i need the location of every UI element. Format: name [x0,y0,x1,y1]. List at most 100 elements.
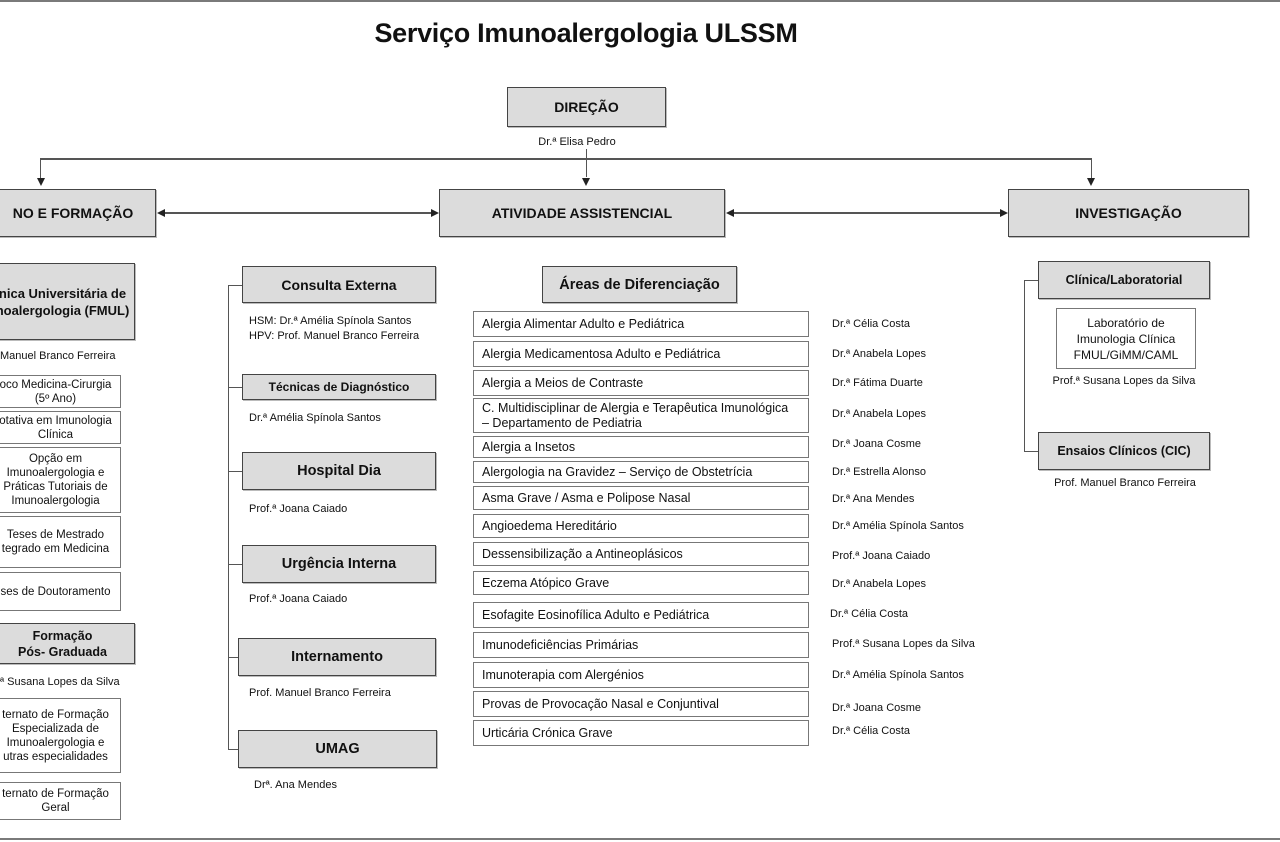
ensino-item: Opção em Imunoalergologia e Práticas Tut… [0,447,121,513]
area-label: Angioedema Hereditário [482,518,617,533]
ensino-item-label: ses de Doutoramento [0,585,111,598]
units-bracket-tick [228,285,242,286]
clinica-laboratorial-label: Clínica/Laboratorial [1065,273,1183,287]
ensino-item: Teses de Mestrado tegrado em Medicina [0,516,121,568]
area-label: Alergia Medicamentosa Adulto e Pediátric… [482,346,721,361]
areas-diferenciacao-header: Áreas de Diferenciação [542,266,737,303]
connector-investigacao [1091,158,1092,178]
area-responsible: Dr.ª Anabela Lopes [832,348,926,360]
area-item: Imunoterapia com Alergénios [473,662,809,688]
clinica-universitaria-person: Manuel Branco Ferreira [0,350,116,362]
ensino-item-label: otativa em Imunologia Clínica [0,414,112,441]
unit-label: Hospital Dia [297,463,381,479]
area-responsible: Dr.ª Ana Mendes [832,493,915,505]
area-item: Eczema Atópico Grave [473,571,809,595]
ensino-item-label: Teses de Mestrado tegrado em Medicina [1,529,110,555]
area-label: Imunoterapia com Alergénios [482,667,644,682]
area-label: Eczema Atópico Grave [482,575,610,590]
areas-title: Áreas de Diferenciação [559,276,720,293]
unit-umag-people: Drª. Ana Mendes [254,779,337,791]
investigacao-bracket-vertical [1024,280,1025,451]
units-bracket-tick [228,749,238,750]
area-item: Alergia Medicamentosa Adulto e Pediátric… [473,341,809,367]
dept-atividade-assistencial: ATIVIDADE ASSISTENCIAL [439,189,725,237]
arrow-right-icon [431,209,439,217]
area-label: Alergia a Insetos [482,439,576,454]
ensino-item-label: oco Medicina-Cirurgia (5º Ano) [0,378,112,405]
unit-internamento-people: Prof. Manuel Branco Ferreira [249,687,391,699]
area-label: Urticária Crónica Grave [482,725,613,740]
area-responsible: Prof.ª Susana Lopes da Silva [832,638,975,650]
dept-ensino-formacao: NO E FORMAÇÃO [0,189,156,237]
formacao-pos-graduada-box: Formação Pós- Graduada [0,623,135,664]
laboratorio-box: Laboratório de Imunologia Clínica FMUL/G… [1056,308,1196,369]
connector-direcao [586,149,587,177]
ensino-item: otativa em Imunologia Clínica [0,411,121,444]
area-item: Imunodeficiências Primárias [473,632,809,658]
area-item: Dessensibilização a Antineoplásicos [473,542,809,566]
connector-horizontal [40,158,1092,160]
area-responsible: Dr.ª Célia Costa [832,318,911,330]
area-label: Asma Grave / Asma e Polipose Nasal [482,490,691,505]
dept-ensino-label: NO E FORMAÇÃO [12,205,134,221]
area-responsible: Dr.ª Célia Costa [832,725,911,737]
unit-consulta-externa-people: HSM: Dr.ª Amélia Spínola Santos HPV: Pro… [249,315,420,342]
area-item: Esofagite Eosinofílica Adulto e Pediátri… [473,602,809,628]
connector-assistencial-investigacao [733,212,1001,214]
area-item: Alergologia na Gravidez – Serviço de Obs… [473,461,809,483]
direcao-box: DIREÇÃO [507,87,666,127]
dept-assistencial-label: ATIVIDADE ASSISTENCIAL [491,205,673,221]
area-responsible: Dr.ª Fátima Duarte [832,377,923,389]
unit-label: UMAG [315,741,360,757]
laboratorio-person: Prof.ª Susana Lopes da Silva [1052,375,1196,387]
ensaios-clinicos-person: Prof. Manuel Branco Ferreira [1054,477,1196,489]
unit-urgencia-interna-people: Prof.ª Joana Caiado [249,593,348,605]
pos-item: ternato de Formação Geral [0,782,121,820]
area-item: Provas de Provocação Nasal e Conjuntival [473,691,809,717]
formacao-pos-graduada-label: Formação Pós- Graduada [18,628,107,659]
arrow-right-icon [1000,209,1008,217]
area-label: Esofagite Eosinofílica Adulto e Pediátri… [482,607,710,622]
unit-hospital-dia: Hospital Dia [242,452,436,490]
ensino-item: ses de Doutoramento [0,572,121,611]
top-border [0,0,1280,2]
arrow-down-icon [1087,178,1095,186]
area-responsible: Prof.ª Joana Caiado [832,550,931,562]
area-label: Dessensibilização a Antineoplásicos [482,546,683,561]
connector-ensino-assistencial [164,212,432,214]
area-responsible: Dr.ª Estrella Alonso [832,466,926,478]
arrow-left-icon [726,209,734,217]
area-item: Urticária Crónica Grave [473,720,809,746]
unit-urgencia-interna: Urgência Interna [242,545,436,583]
laboratorio-label: Laboratório de Imunologia Clínica FMUL/G… [1073,315,1179,362]
ensino-item-label: Opção em Imunoalergologia e Práticas Tut… [3,453,108,507]
pos-item-label: ternato de Formação Geral [2,788,109,814]
dept-investigacao-label: INVESTIGAÇÃO [1075,205,1182,221]
formacao-pos-graduada-person-name: Susana Lopes da Silva [7,676,120,688]
ensaios-clinicos-label: Ensaios Clínicos (CIC) [1057,444,1191,458]
area-label: Imunodeficiências Primárias [482,637,639,652]
area-responsible: Dr.ª Joana Cosme [832,702,922,714]
investigacao-bracket-tick [1024,280,1038,281]
arrow-left-icon [157,209,165,217]
area-item: Alergia a Insetos [473,436,809,458]
unit-label: Urgência Interna [281,556,397,572]
area-responsible: Dr.ª Anabela Lopes [832,578,926,590]
arrow-down-icon [582,178,590,186]
pos-item-label: ternato de Formação Especializada de Imu… [2,708,109,763]
area-label: Provas de Provocação Nasal e Conjuntival [482,696,719,711]
bottom-border [0,838,1280,840]
unit-tecnicas-diagnostico: Técnicas de Diagnóstico [242,374,436,400]
clinica-laboratorial-box: Clínica/Laboratorial [1038,261,1210,299]
clinica-universitaria-box: nica Universitária de noalergologia (FMU… [0,263,135,340]
investigacao-bracket-tick [1024,451,1038,452]
arrow-down-icon [37,178,45,186]
direcao-person: Dr.ª Elisa Pedro [538,136,616,148]
area-label: Alergia a Meios de Contraste [482,375,644,390]
unit-label: Consulta Externa [281,276,397,293]
units-bracket-vertical [228,285,229,749]
area-item: C. Multidisciplinar de Alergia e Terapêu… [473,398,809,433]
area-label: Alergia Alimentar Adulto e Pediátrica [482,316,685,331]
ensaios-clinicos-box: Ensaios Clínicos (CIC) [1038,432,1210,470]
dept-investigacao: INVESTIGAÇÃO [1008,189,1249,237]
